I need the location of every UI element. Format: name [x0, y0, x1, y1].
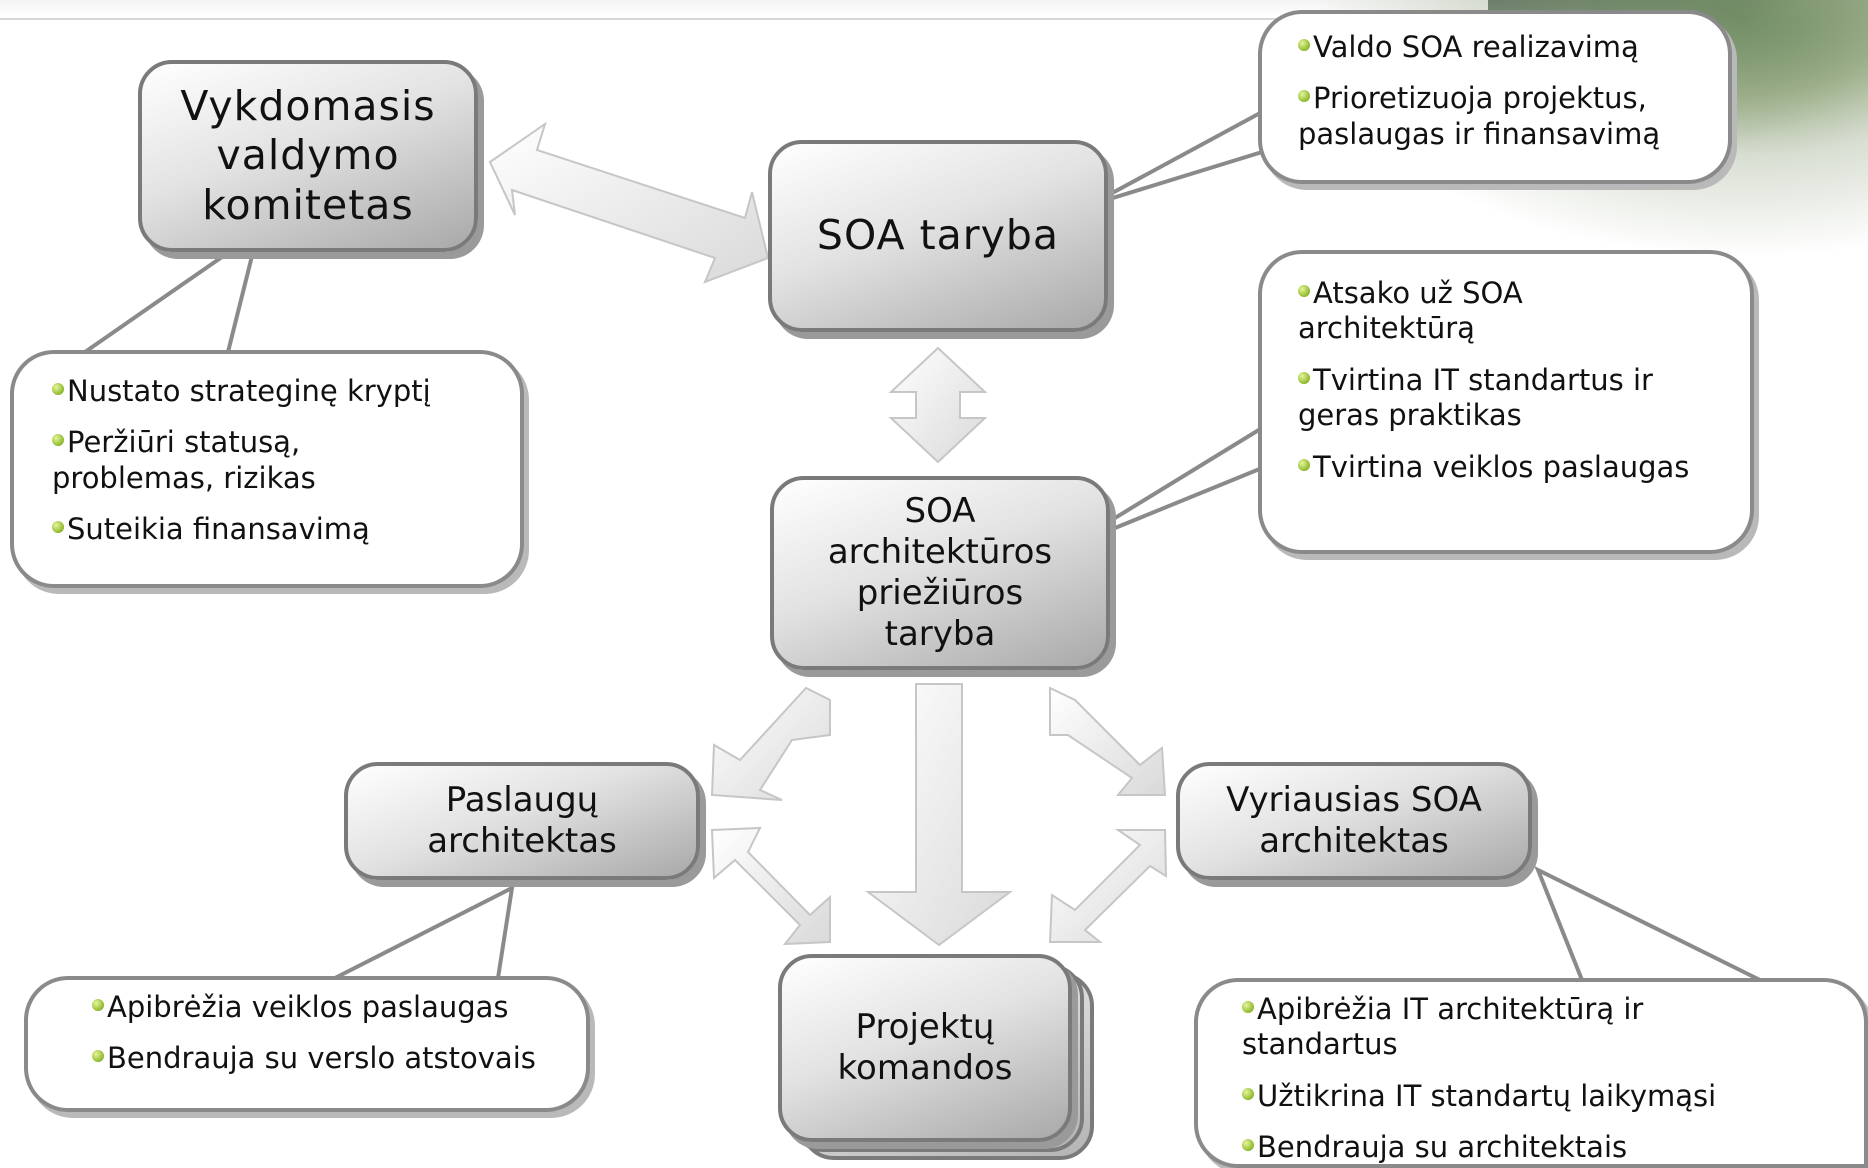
bullet-icon — [92, 1050, 104, 1063]
bubble-architecture-board: Atsako už SOA architektūrą Tvirtina IT s… — [1258, 250, 1754, 554]
node-project-teams-line2: komandos — [837, 1048, 1013, 1088]
arrow-committee-board — [488, 121, 770, 284]
bubble-item: Apibrėžia veiklos paslaugas — [92, 990, 566, 1025]
bubble-item: Peržiūri statusą, problemas, rizikas — [52, 425, 316, 495]
bullet-icon — [52, 383, 64, 395]
bubble-item: Suteikia finansavimą — [52, 512, 500, 547]
bullet-icon — [1298, 458, 1310, 471]
bullet-icon — [1298, 39, 1310, 51]
arrow-architecture-projects — [864, 683, 1014, 947]
bubble-item: Prioretizuoja projektus, paslaugas ir fi… — [1298, 81, 1661, 151]
node-chief-architect: Vyriausias SOA architektas — [1176, 762, 1532, 880]
bubble-item: Bendrauja su verslo atstovais — [92, 1041, 566, 1076]
bullet-icon — [92, 999, 104, 1011]
bullet-icon — [1242, 1139, 1254, 1152]
node-architecture-board: SOA architektūros priežiūros taryba — [770, 476, 1110, 670]
node-architecture-board-line3: priežiūros — [856, 573, 1024, 613]
bubble-item: Bendrauja su architektais — [1242, 1130, 1854, 1165]
node-chief-architect-line1: Vyriausias SOA — [1226, 780, 1482, 821]
bubble-chief-architect: Apibrėžia IT architektūrą ir standartus … — [1194, 978, 1868, 1168]
arrow-architecture-service — [710, 686, 831, 801]
node-service-architect-line2: architektas — [427, 821, 617, 861]
node-executive-committee-line2: valdymo — [216, 131, 400, 180]
node-service-architect: Paslaugų architektas — [344, 762, 700, 880]
node-soa-board: SOA taryba — [768, 140, 1108, 332]
node-chief-architect-line2: architektas — [1259, 821, 1449, 861]
node-project-teams: Projektų komandos — [778, 954, 1072, 1142]
node-service-architect-line1: Paslaugų — [445, 780, 599, 821]
bubble-executive-committee: Nustato strateginę kryptį Peržiūri statu… — [10, 350, 524, 588]
bubble-item: Valdo SOA realizavimą — [1298, 30, 1708, 65]
bubble-item: Atsako už SOA architektūrą — [1298, 276, 1523, 346]
bullet-icon — [1242, 1001, 1254, 1013]
bubble-item: Nustato strateginę kryptį — [52, 374, 500, 409]
bullet-icon — [1242, 1087, 1254, 1100]
arrow-architecture-chief — [1049, 686, 1167, 796]
node-architecture-board-line1: SOA — [904, 491, 976, 532]
arrow-chief-projects — [1048, 829, 1168, 943]
node-executive-committee-line1: Vykdomasis — [180, 82, 436, 131]
node-executive-committee: Vykdomasis valdymo komitetas — [138, 60, 478, 252]
bubble-item: Tvirtina IT standartus ir geras praktika… — [1298, 362, 1653, 433]
arrow-service-projects — [710, 826, 831, 946]
arrow-board-architecture — [888, 346, 988, 464]
bubble-soa-board: Valdo SOA realizavimą Prioretizuoja proj… — [1258, 10, 1732, 184]
bullet-icon — [52, 521, 64, 534]
node-project-teams-line1: Projektų — [855, 1007, 995, 1048]
node-executive-committee-line3: komitetas — [202, 180, 414, 229]
node-architecture-board-line4: taryba — [884, 613, 996, 654]
bullet-icon — [52, 434, 64, 447]
bubble-item: Tvirtina veiklos paslaugas — [1298, 450, 1730, 485]
bubble-item: Apibrėžia IT architektūrą ir standartus — [1242, 992, 1644, 1062]
bubble-service-architect: Apibrėžia veiklos paslaugas Bendrauja su… — [24, 976, 590, 1112]
bullet-icon — [1298, 90, 1310, 103]
bullet-icon — [1298, 285, 1310, 297]
node-architecture-board-line2: architektūros — [827, 532, 1053, 573]
bubble-item: Užtikrina IT standartų laikymąsi — [1242, 1079, 1854, 1114]
bullet-icon — [1298, 371, 1310, 384]
node-soa-board-label: SOA taryba — [816, 211, 1060, 260]
